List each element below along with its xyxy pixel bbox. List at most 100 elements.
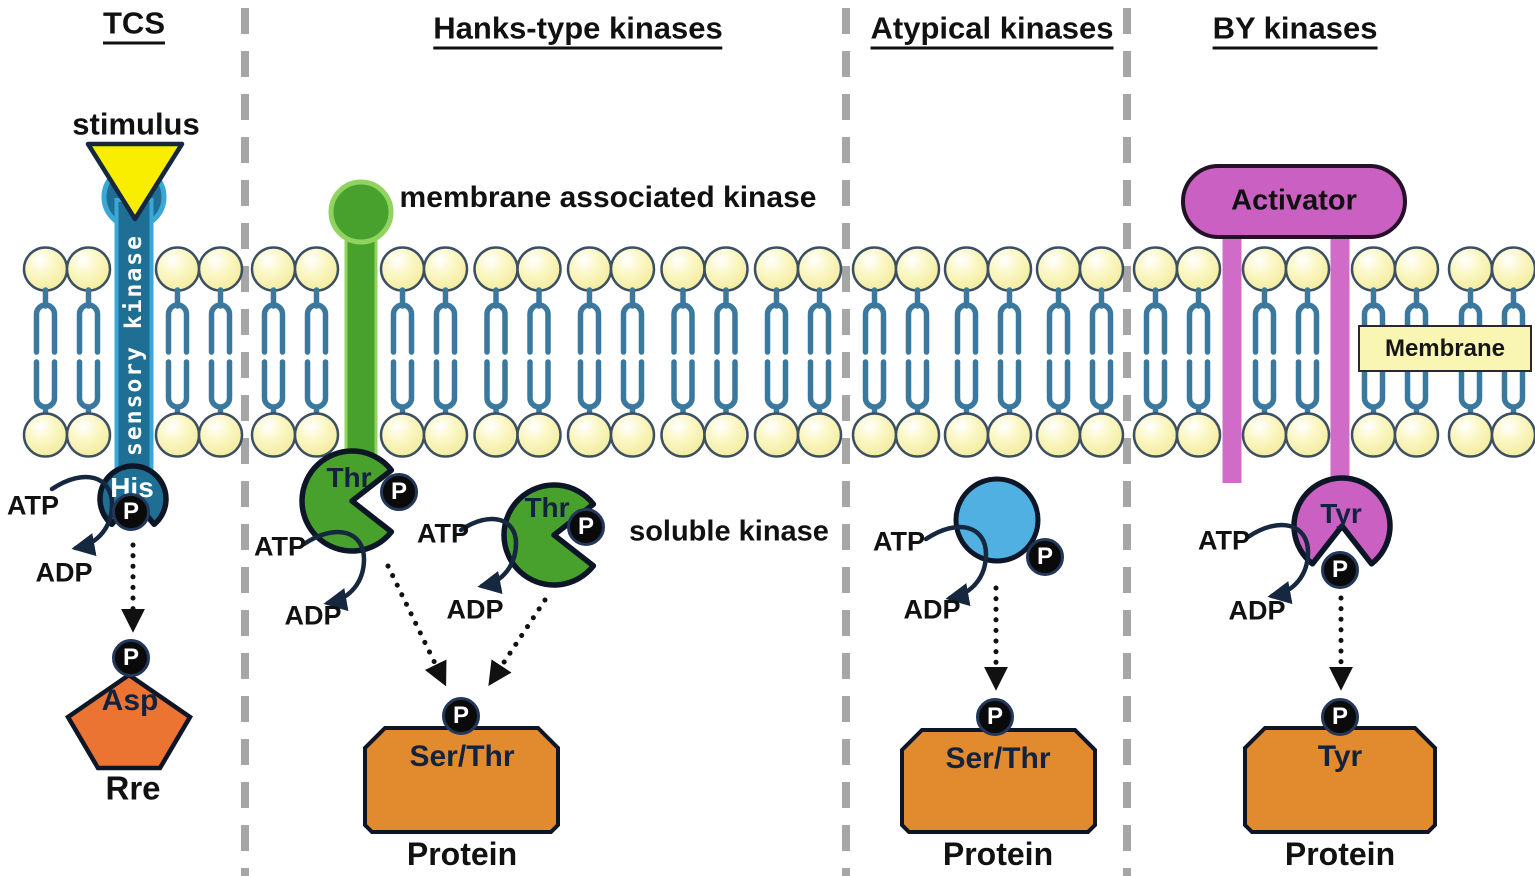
atp-label: ATP xyxy=(417,518,469,549)
atp-cycle-arrow xyxy=(1245,522,1311,605)
lipid-head xyxy=(379,246,426,292)
substrate-protein xyxy=(363,726,560,834)
lipid-tail xyxy=(165,287,190,355)
lipid-tail xyxy=(620,359,645,418)
tyr-site-label: Tyr xyxy=(1317,740,1363,773)
lipid-tail xyxy=(208,359,233,418)
lipid-tail xyxy=(208,287,233,355)
lipid-head xyxy=(753,412,800,458)
lipid-tail xyxy=(390,287,415,355)
phosphate-badge: P xyxy=(1321,551,1359,589)
column-title-atypical: Atypical kinases xyxy=(870,13,1114,50)
lipid-head xyxy=(154,412,201,458)
membrane-kinase-stem xyxy=(344,210,378,464)
adp-label: ADP xyxy=(903,594,961,625)
lipid-tail xyxy=(1361,287,1386,355)
lipid-head xyxy=(660,412,706,458)
lipid-tail xyxy=(527,287,551,355)
atp-label: ATP xyxy=(873,526,925,557)
lipid-head xyxy=(609,246,656,292)
lipid-tail xyxy=(76,359,101,418)
adp-label: ADP xyxy=(1228,595,1286,626)
sensory-kinase-label: sensory kinase xyxy=(121,234,147,456)
lipid-tail xyxy=(997,287,1022,355)
lipid-tail xyxy=(1089,287,1114,355)
ser-thr-site-label: Ser/Thr xyxy=(945,742,1051,775)
lipid-head xyxy=(753,246,800,292)
phosphate-badge: P xyxy=(1026,538,1064,576)
lipid-head xyxy=(65,412,112,458)
lipid-tail xyxy=(1186,287,1211,355)
lipid-tail xyxy=(862,359,887,418)
lipid-tail xyxy=(997,359,1022,418)
lipid-head xyxy=(1175,246,1222,292)
lipid-head xyxy=(1132,246,1179,292)
lipid-tail xyxy=(764,359,789,418)
lipid-tail xyxy=(1458,287,1483,355)
atp-label: ATP xyxy=(254,531,306,562)
lipid-tail xyxy=(1046,359,1071,418)
atp-label: ATP xyxy=(1198,525,1250,556)
stimulus-label: stimulus xyxy=(72,106,200,142)
phospho-transfer-arrows xyxy=(120,542,1354,691)
lipid-tail xyxy=(1252,359,1277,418)
lipid-tail xyxy=(33,287,58,355)
lipid-head xyxy=(851,246,898,292)
lipid-head xyxy=(197,412,244,458)
lipid-tail xyxy=(484,287,508,355)
column-title-tcs: TCS xyxy=(103,8,165,45)
column-dividers xyxy=(241,8,1131,876)
lipid-head xyxy=(1175,412,1222,458)
lipid-head xyxy=(1132,412,1179,458)
lipid-head xyxy=(516,246,562,292)
lipid-tail xyxy=(1046,287,1071,355)
atp-cycle-arrows xyxy=(49,474,1311,612)
asp-residue-label: Asp xyxy=(101,684,159,717)
lipid-head xyxy=(660,246,706,292)
activator-leg-left xyxy=(1222,230,1242,483)
response-regulator-pentagon xyxy=(64,672,194,771)
lipid-head xyxy=(1241,246,1288,292)
phosphate-badge: P xyxy=(112,639,150,677)
lipid-head xyxy=(154,246,201,292)
membrane-legend-box: Membrane xyxy=(1358,325,1532,372)
lipid-head xyxy=(894,246,941,292)
lipid-tail xyxy=(304,359,329,418)
lipid-head xyxy=(894,412,941,458)
lipid-tail xyxy=(577,359,602,418)
lipid-head xyxy=(943,412,990,458)
lipid-tail xyxy=(671,287,695,355)
substrate-protein xyxy=(1243,726,1437,834)
protein-label: Protein xyxy=(942,836,1054,872)
lipid-head xyxy=(566,246,613,292)
stimulus-triangle xyxy=(85,141,185,222)
atp-cycle-arrow xyxy=(923,524,989,607)
lipid-head xyxy=(250,412,297,458)
column-title-hanks: Hanks-type kinases xyxy=(433,13,723,50)
phosphate-badge: P xyxy=(567,508,605,546)
lipid-tail xyxy=(390,359,415,418)
lipid-tail xyxy=(76,287,101,355)
column-title-by: BY kinases xyxy=(1212,13,1378,50)
lipid-head xyxy=(796,246,843,292)
lipid-head xyxy=(796,412,843,458)
lipid-head xyxy=(1490,412,1535,458)
lipid-head xyxy=(379,412,426,458)
substrate-protein xyxy=(900,728,1097,834)
lipid-tail xyxy=(807,359,832,418)
lipid-tail xyxy=(433,359,458,418)
lipid-tail xyxy=(1501,287,1526,355)
lipid-head xyxy=(422,246,469,292)
lipid-tail xyxy=(671,359,695,418)
lipid-head xyxy=(1490,246,1535,292)
lipid-tail xyxy=(1295,287,1320,355)
lipid-head xyxy=(1284,246,1331,292)
lipid-head xyxy=(986,412,1033,458)
lipid-tail xyxy=(1089,359,1114,418)
lipid-tail xyxy=(1143,359,1168,418)
lipid-tail xyxy=(905,287,930,355)
lipid-head xyxy=(986,246,1033,292)
lipid-tail xyxy=(261,287,286,355)
soluble-kinase-label: soluble kinase xyxy=(629,515,829,548)
